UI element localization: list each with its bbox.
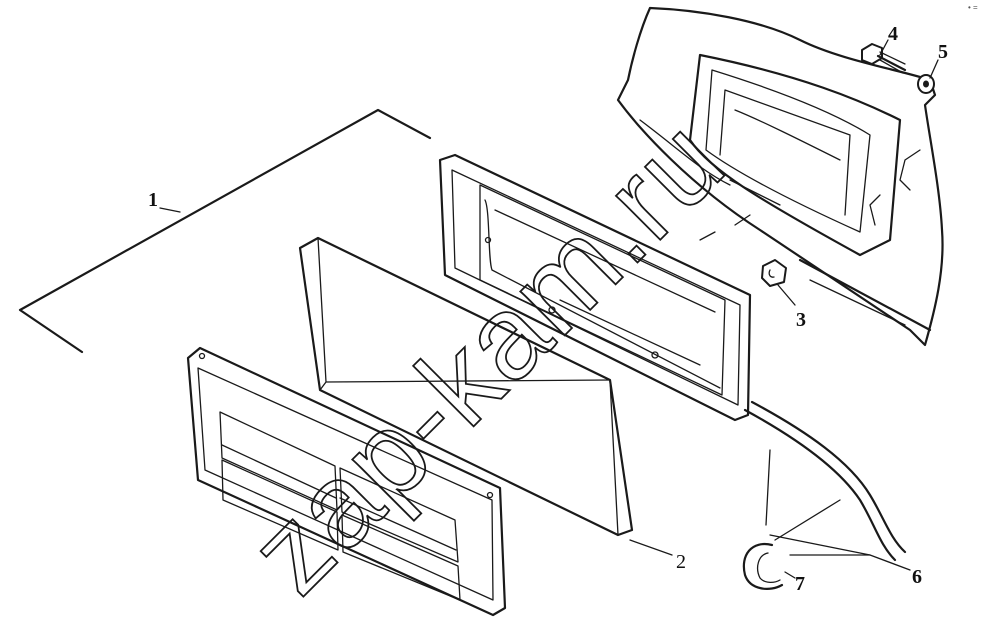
callout-3: 3 bbox=[796, 309, 806, 331]
clip-part bbox=[761, 259, 787, 287]
callout-bracket-1 bbox=[18, 108, 432, 354]
ring-part bbox=[742, 542, 784, 590]
hose-part bbox=[743, 400, 907, 562]
callout-7: 7 bbox=[795, 573, 805, 595]
leader-lines bbox=[629, 39, 939, 579]
callout-6: 6 bbox=[912, 566, 922, 588]
callout-4: 4 bbox=[888, 23, 898, 45]
washer-part bbox=[917, 74, 935, 94]
callout-2: 2 bbox=[676, 551, 686, 573]
body-panel bbox=[616, 6, 944, 347]
callout-5: 5 bbox=[938, 41, 948, 63]
watermark-text: zap-kam.ru bbox=[225, 94, 750, 619]
louver-cover bbox=[186, 346, 507, 617]
bolt-part bbox=[861, 43, 907, 74]
glass-pane bbox=[298, 236, 634, 537]
callout-1: 1 bbox=[148, 189, 158, 211]
corner-mark: • = bbox=[968, 3, 978, 12]
window-frame bbox=[438, 153, 752, 422]
